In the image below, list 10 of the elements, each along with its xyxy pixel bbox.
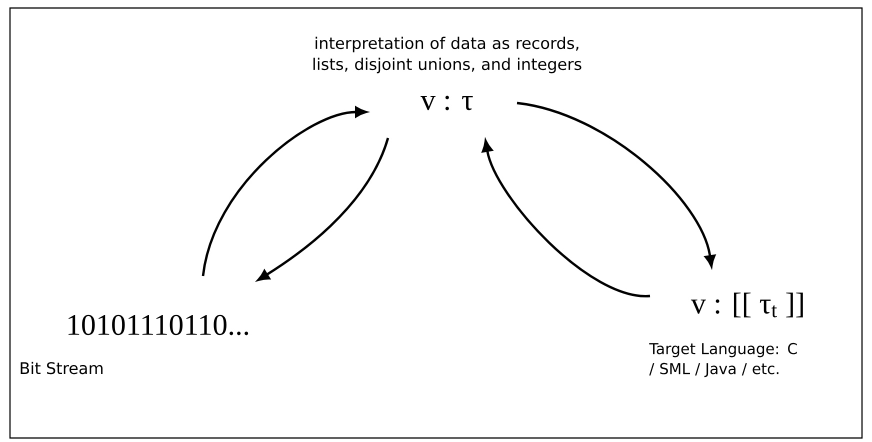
expression-text: v : [[ τ$_{t}$ ]] — [690, 292, 803, 318]
expression-text: 10101110110... — [68, 314, 248, 336]
curved-arrow — [202, 106, 367, 276]
curved-arrow — [257, 138, 390, 281]
caption-text: Target Language: C / SML / Java / etc. — [649, 342, 797, 378]
expression-text: v : τ — [420, 96, 473, 110]
caption-text: Bit Stream — [20, 362, 103, 374]
caption-text: interpretation of data as records, lists, disjoint unions, and integers — [313, 36, 582, 74]
curved-arrow — [516, 102, 716, 267]
curved-arrow — [482, 140, 650, 298]
